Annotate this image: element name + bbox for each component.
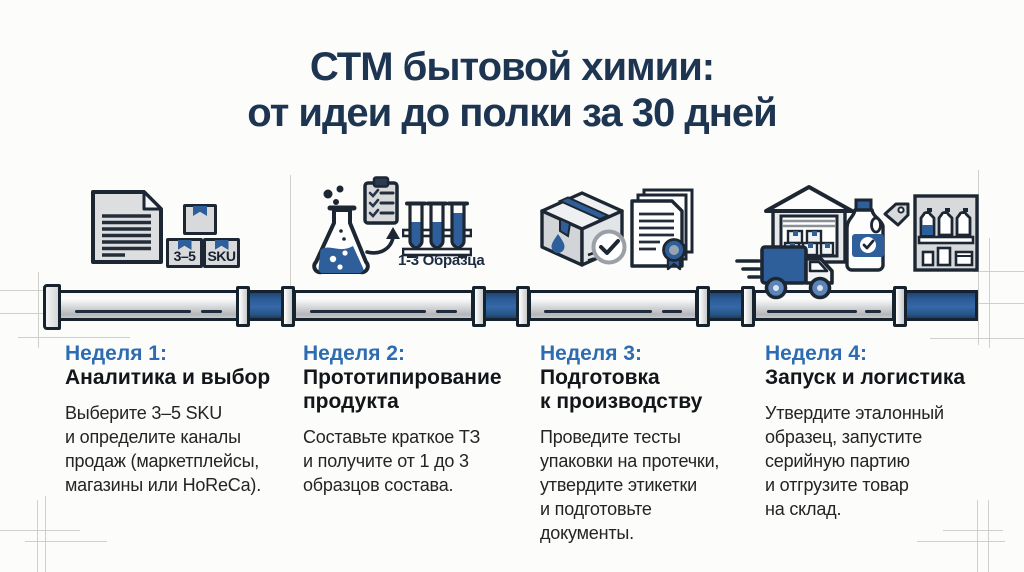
week-1-section: Неделя 1: Аналитика и выбор Выберите 3–5… — [65, 341, 293, 497]
samples-count-label: 1-3 Образца — [398, 252, 485, 269]
pipe-collar — [236, 286, 250, 327]
week-1-description: Выберите 3–5 SKU и определите каналы про… — [65, 403, 261, 495]
parcel-box-sku: SKU — [203, 238, 240, 268]
pipe-segment-blue — [483, 290, 519, 321]
pipe-segment-blue — [247, 290, 284, 321]
week-4-label: Неделя 4: — [765, 342, 867, 365]
pipe-segment-blue — [707, 290, 744, 321]
arrow-up-icon — [365, 227, 400, 255]
week-2-label: Неделя 2: — [303, 342, 405, 365]
checklist-clipboard-icon — [363, 176, 399, 225]
page-title-line1: СТМ бытовой химии: — [309, 45, 715, 89]
week-2-section: Неделя 2: Прототипирование продукта Сост… — [303, 341, 531, 497]
week-4-section: Неделя 4: Запуск и логистика Утвердите э… — [765, 341, 993, 521]
pipe-segment-blue — [904, 290, 978, 321]
week-3-description: Проведите тесты упаковки на протечки, ут… — [540, 427, 720, 543]
pipe-collar — [696, 286, 710, 327]
week-1-heading: Аналитика и выбор — [65, 366, 271, 389]
box-label-3-5: 3–5 — [173, 248, 196, 264]
week-3-label: Неделя 3: — [540, 342, 642, 365]
pipe-segment — [293, 290, 474, 321]
parcel-box-top — [183, 204, 217, 235]
test-tubes-icon — [402, 201, 472, 258]
week-1-label: Неделя 1: — [65, 342, 167, 365]
week-2-heading: Прототипирование продукта — [303, 366, 502, 413]
pipe-segment — [528, 290, 698, 321]
week-3-heading: Подготовка к производству — [540, 366, 703, 413]
pipeline-timeline — [0, 284, 1024, 330]
pipe-segment — [58, 290, 239, 321]
box-tape-icon — [193, 206, 207, 216]
week-4-description: Утвердите эталонный образец, запустите с… — [765, 403, 944, 519]
pipe-collar — [893, 286, 907, 327]
page-title: СТМ бытовой химии: от идеи до полки за 3… — [0, 44, 1024, 136]
detergent-bottle-tag-icon — [845, 198, 910, 272]
page-title-line2: от идеи до полки за 30 дней — [247, 91, 777, 135]
store-shelf-icon — [913, 194, 979, 272]
document-icon — [91, 190, 163, 264]
week-4-heading: Запуск и логистика — [765, 366, 966, 389]
pipe-collar — [472, 286, 486, 327]
sealed-box-check-icon — [540, 191, 627, 267]
week-3-section: Неделя 3: Подготовка к производству Пров… — [540, 341, 768, 545]
parcel-box-3-5: 3–5 — [166, 238, 203, 268]
week-2-description: Составьте краткое ТЗ и получите от 1 до … — [303, 427, 481, 495]
box-label-sku: SKU — [207, 248, 236, 264]
flask-icon — [312, 185, 370, 275]
certificate-documents-icon — [630, 188, 694, 271]
box-tape-icon — [177, 240, 192, 250]
delivery-truck-icon — [735, 245, 834, 300]
box-tape-icon — [214, 240, 229, 250]
